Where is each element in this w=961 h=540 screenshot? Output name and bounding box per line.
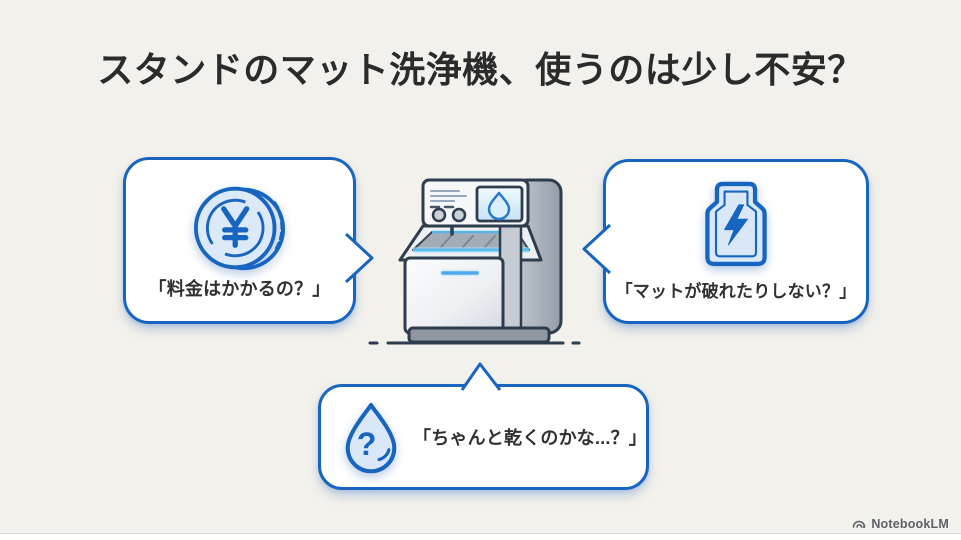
bottom-strip	[0, 533, 961, 540]
page-title: スタンドのマット洗浄機、使うのは少し不安？	[97, 49, 864, 90]
mat-washing-machine-illustration	[368, 178, 581, 345]
branding: NotebookLM	[852, 517, 949, 531]
speech-bubble-cost: 「料金はかかるの？」	[123, 157, 356, 324]
speech-tail-bottom	[460, 362, 502, 391]
speech-tail-right	[582, 223, 612, 275]
water-drop-icon	[487, 191, 511, 221]
water-drop-question-icon: ?	[345, 402, 397, 474]
notebooklm-logo-icon	[853, 520, 866, 528]
knob-icon	[431, 207, 447, 223]
branding-label: NotebookLM	[871, 517, 949, 531]
speech-bubble-damage: 「マットが破れたりしない？」	[603, 159, 869, 324]
bubble-text-dry: 「ちゃんと乾くのかな...？」	[413, 428, 648, 448]
speech-tail-left	[344, 232, 374, 284]
yen-coin-icon	[193, 186, 285, 271]
svg-text:?: ?	[357, 426, 377, 462]
bubble-text-damage: 「マットが破れたりしない？」	[615, 282, 857, 301]
bubble-text-cost: 「料金はかかるの？」	[148, 279, 331, 299]
speech-bubble-dry: ? 「ちゃんと乾くのかな...？」	[318, 384, 649, 490]
knob-icon	[451, 207, 467, 223]
damaged-mat-icon	[705, 181, 767, 267]
